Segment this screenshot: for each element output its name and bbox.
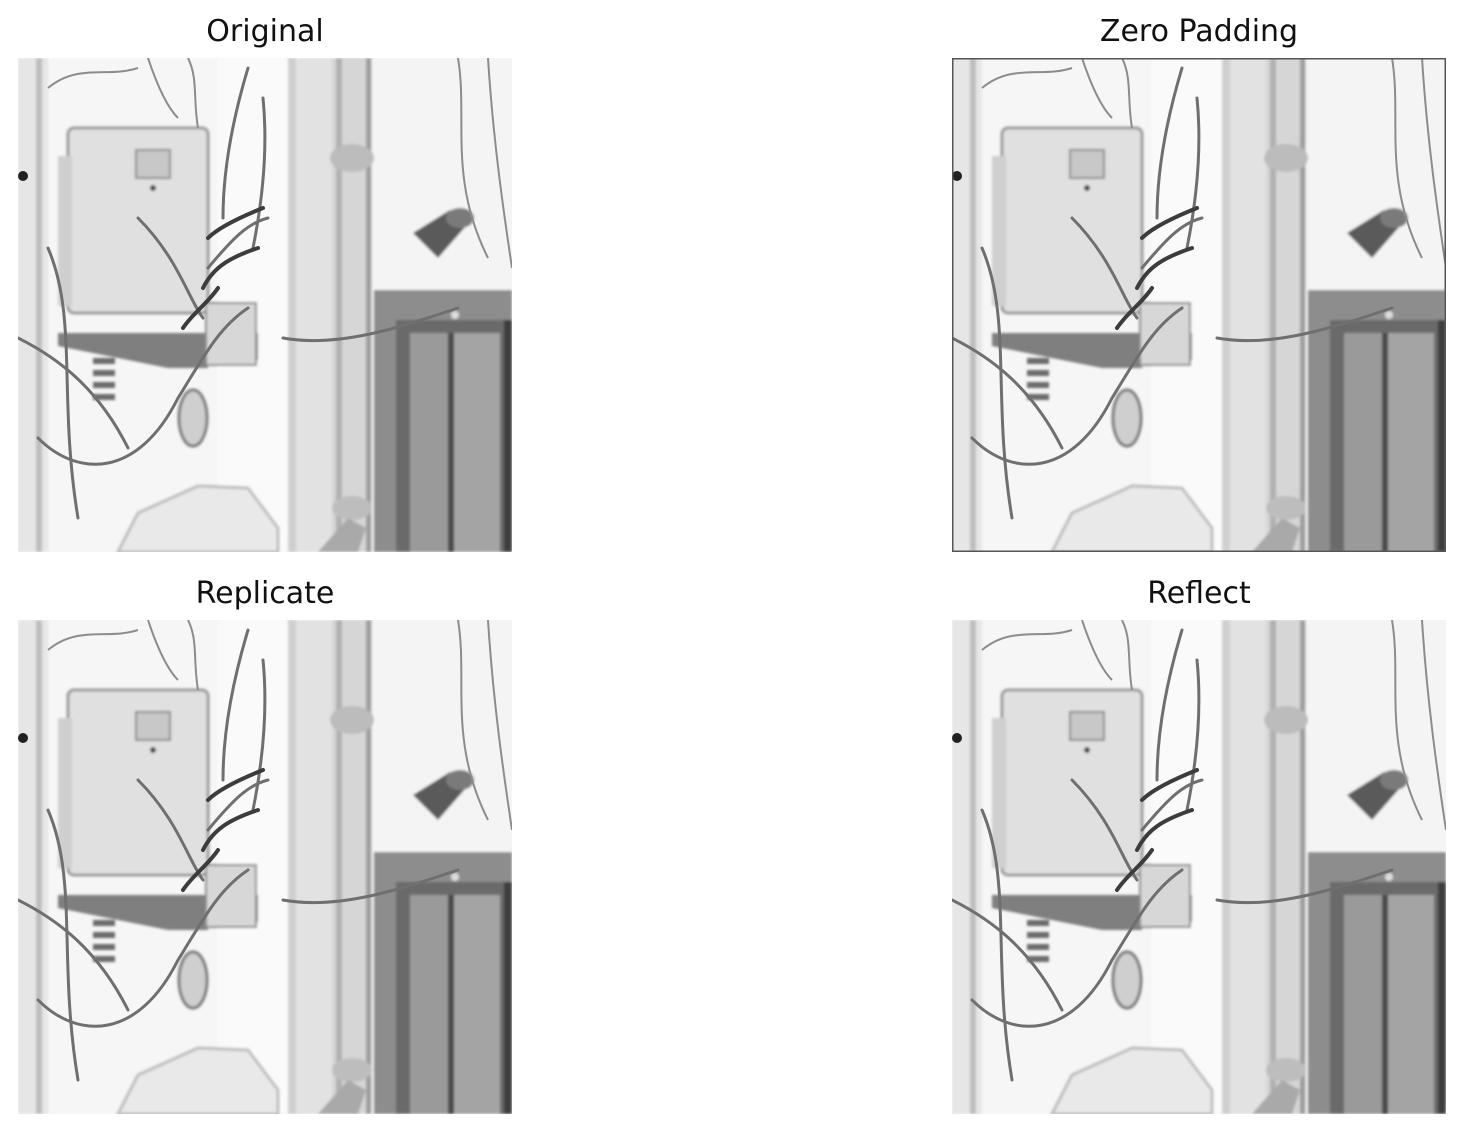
photo-reflect (952, 620, 1446, 1114)
panel-title: Zero Padding (1099, 14, 1299, 49)
photo-replicate (18, 620, 512, 1114)
panel-title: Replicate (195, 576, 335, 611)
photo-zero-padding (952, 58, 1446, 552)
panel-title: Reflect (1147, 576, 1251, 611)
photo-original (18, 58, 512, 552)
panel-title: Original (206, 14, 324, 49)
